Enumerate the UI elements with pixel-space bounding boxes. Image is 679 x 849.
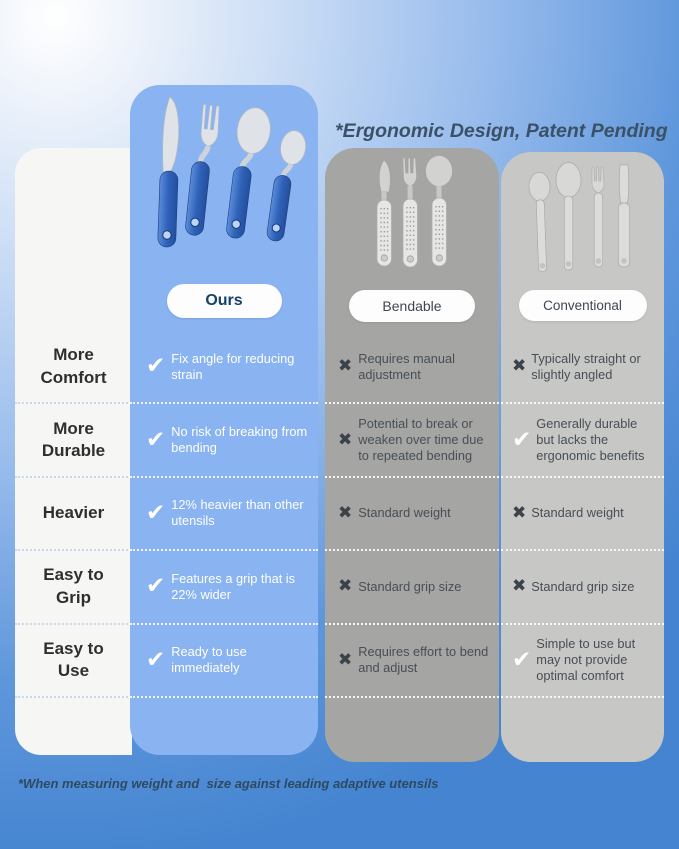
table-cell: No risk of breaking from bending	[130, 404, 318, 478]
x-icon	[338, 432, 352, 449]
cell-text: Fix angle for reducing strain	[171, 350, 295, 382]
table-cell: 12% heavier than other utensils	[130, 478, 318, 552]
cell-text: Standard grip size	[358, 578, 462, 594]
check-icon	[146, 575, 165, 598]
column-conventional: Conventional Typically straight or sligh…	[501, 152, 664, 762]
x-icon	[338, 578, 352, 595]
column-header-ours: Ours	[166, 283, 282, 318]
row-label: More Comfort	[15, 331, 132, 405]
table-cell: Typically straight or slightly angled	[501, 331, 664, 405]
row-label: Easy to Use	[15, 625, 132, 698]
x-icon	[512, 358, 526, 375]
table-cell: Simple to use but may not provide optima…	[501, 625, 664, 698]
cell-text: Standard weight	[358, 505, 451, 521]
ours-product-image	[130, 85, 318, 270]
page-title: *Ergonomic Design, Patent Pending	[335, 120, 668, 142]
row-label: More Durable	[15, 404, 132, 478]
table-cell: Standard grip size	[325, 551, 499, 625]
table-cell: Ready to use immediately	[130, 625, 318, 698]
table-cell: Fix angle for reducing strain	[130, 331, 318, 405]
check-icon	[512, 429, 531, 452]
check-icon	[146, 429, 165, 452]
conventional-product-image	[501, 152, 664, 280]
cell-text: Requires manual adjustment	[358, 350, 455, 382]
cell-text: No risk of breaking from bending	[171, 423, 308, 456]
x-icon	[512, 505, 526, 522]
row-label: Heavier	[15, 478, 132, 552]
column-header-conventional: Conventional	[518, 290, 647, 321]
cell-text: Generally durable but lacks the ergonomi…	[536, 415, 645, 464]
bendable-product-image	[325, 148, 499, 280]
table-cell: Features a grip that is 22% wider	[130, 551, 318, 625]
table-cell: Standard weight	[501, 478, 664, 552]
cell-text: 12% heavier than other utensils	[171, 497, 304, 529]
row-label: Easy to Grip	[15, 551, 132, 625]
ours-pill-row: Ours	[130, 270, 318, 331]
column-bendable: Bendable Requires manual adjustment Pote…	[325, 148, 499, 762]
x-icon	[338, 505, 352, 522]
check-icon	[146, 502, 165, 525]
label-panel-spacer	[15, 148, 132, 331]
table-cell: Generally durable but lacks the ergonomi…	[501, 404, 664, 478]
cell-text: Features a grip that is 22% wider	[171, 570, 296, 602]
table-cell: Requires manual adjustment	[325, 331, 499, 405]
cell-text: Standard weight	[531, 505, 624, 521]
table-cell: Potential to break or weaken over time d…	[325, 404, 499, 478]
column-header-bendable: Bendable	[349, 289, 475, 322]
conventional-utensils-illustration	[528, 162, 630, 273]
blue-utensils-illustration	[157, 95, 307, 247]
x-icon	[338, 652, 352, 669]
cell-text: Potential to break or weaken over time d…	[358, 415, 484, 464]
cell-text: Typically straight or slightly angled	[531, 350, 641, 382]
cell-text: Requires effort to bend and adjust	[358, 644, 489, 676]
check-icon	[146, 649, 165, 672]
bendable-utensils-illustration	[376, 155, 453, 268]
check-icon	[146, 355, 165, 378]
x-icon	[338, 358, 352, 375]
table-cell: Requires effort to bend and adjust	[325, 625, 499, 698]
footnote: *When measuring weight and size against …	[18, 776, 439, 791]
table-cell: Standard weight	[325, 478, 499, 552]
row-label-panel: More Comfort More Durable Heavier Easy t…	[15, 148, 132, 755]
column-ours: Ours Fix angle for reducing strain No ri…	[130, 85, 318, 755]
cell-text: Ready to use immediately	[171, 644, 247, 676]
bendable-pill-row: Bendable	[325, 280, 499, 331]
cell-text: Simple to use but may not provide optima…	[536, 636, 636, 684]
check-icon	[512, 649, 531, 672]
table-cell: Standard grip size	[501, 551, 664, 625]
x-icon	[512, 578, 526, 595]
cell-text: Standard grip size	[531, 578, 635, 594]
conventional-pill-row: Conventional	[501, 280, 664, 331]
